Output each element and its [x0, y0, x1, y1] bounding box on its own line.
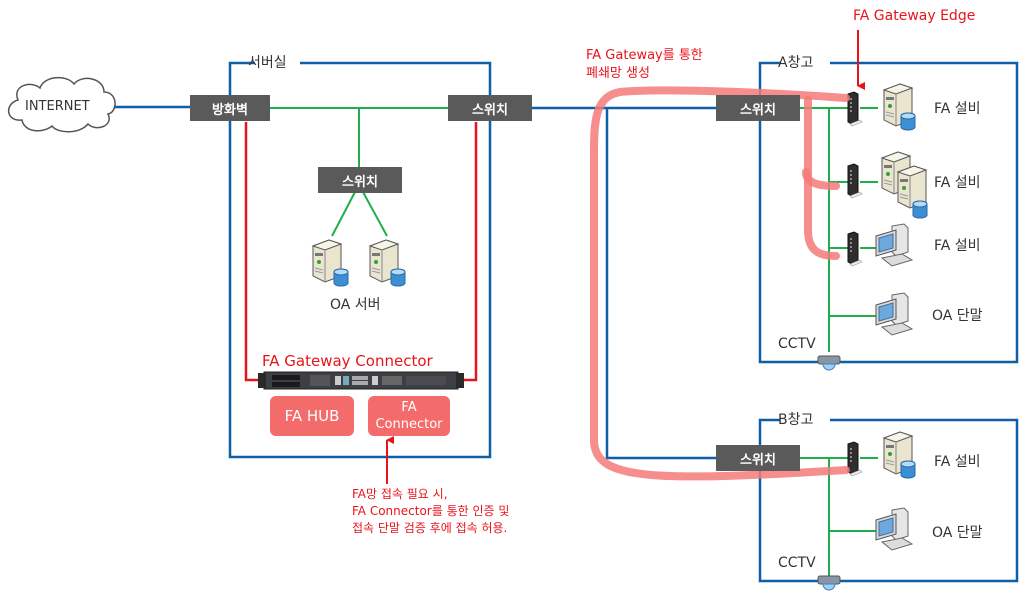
server-room-title: 서버실 — [248, 55, 287, 71]
closed-network-line: 폐쇄망 생성 — [586, 66, 650, 81]
warehouse-b-title: B창고 — [778, 412, 814, 428]
gateway-edge-icon — [847, 231, 863, 267]
device-label: OA 단말 — [932, 525, 983, 541]
device-label: FA 설비 — [934, 101, 981, 117]
cctv-label: CCTV — [778, 336, 816, 352]
switch-main-box: 스위치 — [448, 95, 532, 121]
device-label: FA 설비 — [934, 238, 981, 254]
fa-equipment-server-icon — [897, 165, 928, 219]
device-label: FA 설비 — [934, 175, 981, 191]
warehouse-a-border — [758, 61, 1019, 364]
warehouse-b-switch: 스위치 — [716, 445, 800, 471]
oa-server-icon — [369, 239, 406, 287]
closed-network-note: FA Gateway를 통한 폐쇄망 생성 — [586, 47, 703, 83]
switch-inner-box: 스위치 — [318, 167, 402, 193]
fa-equipment-pc-icon — [875, 223, 913, 267]
closed-network-path — [590, 86, 850, 481]
warehouse-b-border — [758, 418, 1019, 583]
cctv-icon — [817, 355, 841, 371]
warehouse-a-switch: 스위치 — [716, 95, 800, 121]
gateway-edge-icon — [847, 441, 863, 477]
oa-terminal-pc-icon — [875, 292, 913, 336]
gateway-edge-label: FA Gateway Edge — [853, 8, 976, 24]
device-label: OA 단말 — [932, 308, 983, 324]
access-note-line: FA Connector를 통한 인증 및 — [352, 504, 510, 518]
access-note-line: 접속 단말 검증 후에 접속 허용. — [352, 521, 508, 535]
gateway-edge-icon — [847, 163, 863, 199]
fa-equipment-server-icon — [883, 83, 916, 131]
internet-cloud-icon — [8, 76, 116, 133]
access-note-line: FA망 접속 필요 시, — [352, 487, 448, 501]
device-label: FA 설비 — [934, 454, 981, 470]
internet-label: INTERNET — [25, 99, 90, 114]
fa-equipment-server-icon — [883, 431, 916, 479]
gateway-edge-icon — [847, 91, 863, 127]
firewall-box: 방화벽 — [190, 95, 270, 121]
access-note: FA망 접속 필요 시, FA Connector를 통한 인증 및 접속 단말… — [352, 486, 509, 537]
server-room-border — [228, 61, 492, 459]
link-to-warehouse-b — [605, 108, 716, 460]
cctv-label: CCTV — [778, 555, 816, 571]
fa-hub-box: FA HUB — [270, 396, 354, 436]
warehouse-a-title: A창고 — [778, 55, 814, 71]
fa-connector-box: FA Connector — [368, 396, 450, 436]
gateway-connector-label: FA Gateway Connector — [262, 352, 433, 370]
oa-server-label: OA 서버 — [330, 297, 381, 313]
gateway-connector-device-icon — [258, 371, 464, 390]
cctv-icon — [817, 575, 841, 591]
oa-terminal-pc-icon — [875, 507, 913, 551]
oa-server-icon — [312, 239, 349, 287]
closed-network-line: FA Gateway를 통한 — [586, 48, 703, 63]
